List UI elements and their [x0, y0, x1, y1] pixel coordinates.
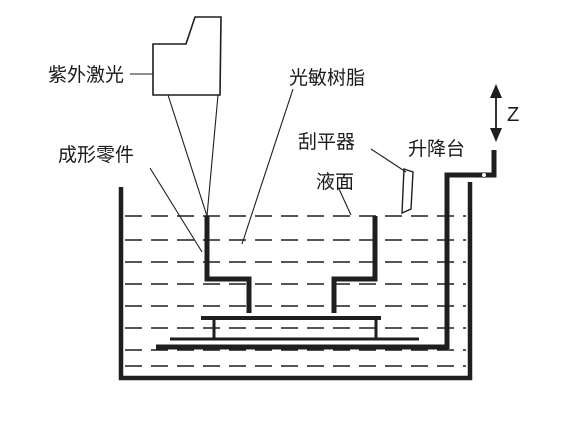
label-uv-laser: 紫外激光 — [48, 64, 124, 86]
z-axis-arrow — [490, 84, 502, 142]
leader-formed-part — [149, 167, 203, 253]
uv-laser-source — [152, 16, 222, 96]
lifting-platform — [156, 150, 497, 350]
scraper-blade — [401, 168, 414, 215]
label-formed-part: 成形零件 — [58, 144, 134, 166]
formed-part — [201, 216, 381, 338]
liquid-resin — [125, 215, 466, 367]
label-scraper: 刮平器 — [298, 131, 355, 153]
laser-beam — [167, 94, 219, 217]
resin-tank — [118, 182, 473, 381]
leader-scraper — [370, 148, 407, 173]
label-photosensitive-resin: 光敏树脂 — [289, 67, 365, 89]
label-liquid-surface: 液面 — [316, 171, 354, 193]
leader-resin — [241, 88, 294, 245]
leader-liquid-surface — [338, 188, 352, 216]
label-lifting-platform: 升降台 — [408, 138, 465, 160]
label-z-axis: Z — [507, 104, 519, 126]
